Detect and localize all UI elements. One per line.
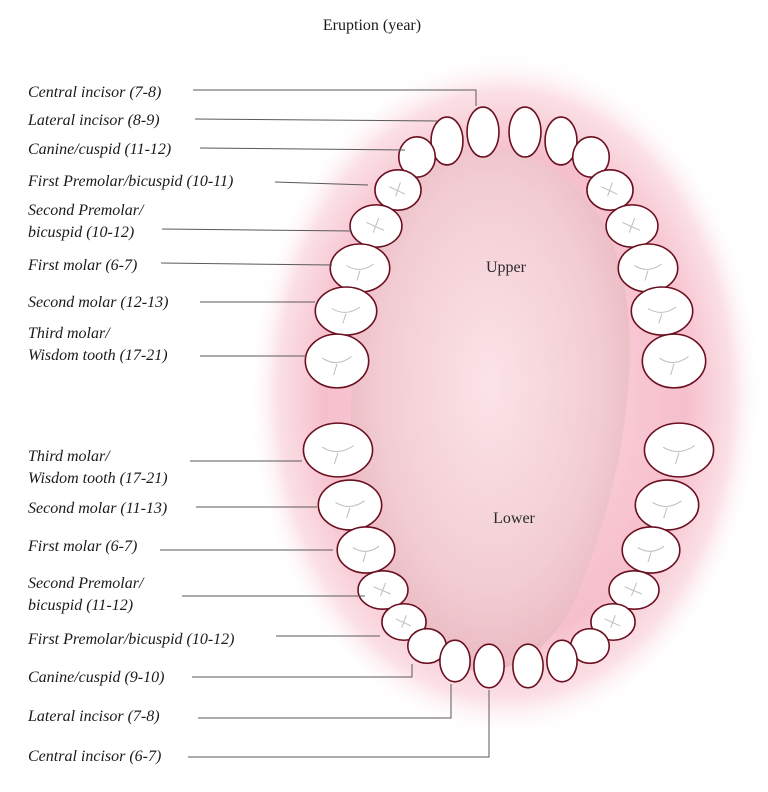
upper-first-premolar-right: [586, 169, 634, 211]
upper-third-molar-left: [304, 333, 370, 389]
upper-jaw-label: Upper: [486, 259, 527, 276]
leader-lower-central-incisor: [188, 690, 490, 758]
lower-central-incisor-right: [512, 643, 544, 689]
teeth: [302, 106, 715, 689]
label-upper-canine: Canine/cuspid (11-12): [28, 141, 171, 158]
leader-upper-first-molar: [160, 262, 333, 266]
lower-central-incisor-left: [473, 643, 505, 689]
leader-lower-canine: [192, 664, 413, 678]
label-upper-second-molar: Second molar (12-13): [28, 294, 168, 311]
leader-upper-lateral-incisor: [194, 118, 438, 122]
leader-lower-lateral-incisor: [198, 684, 452, 719]
lower-first-premolar-left: [381, 602, 427, 642]
label-upper-second-premolar: Second Premolar/bicuspid (10-12): [28, 202, 145, 241]
label-lower-canine: Canine/cuspid (9-10): [28, 669, 164, 686]
label-upper-lateral-incisor: Lateral incisor (8-9): [27, 112, 160, 129]
lower-first-premolar-right: [590, 602, 636, 642]
upper-second-molar-left: [314, 286, 378, 336]
upper-third-molar-right: [641, 333, 707, 389]
upper-central-incisor-left: [466, 106, 500, 158]
label-lower-first-molar: First molar (6-7): [27, 538, 137, 555]
lower-jaw-label: Lower: [493, 510, 535, 527]
lower-first-molar-left: [336, 526, 396, 574]
lower-first-molar-right: [621, 526, 681, 574]
label-lower-second-premolar: Second Premolar/bicuspid (11-12): [28, 575, 145, 614]
leader-lines: [160, 89, 490, 758]
upper-canine-right: [571, 136, 611, 178]
label-upper-third-molar: Third molar/Wisdom tooth (17-21): [28, 325, 168, 364]
lower-second-premolar-right: [608, 569, 660, 610]
label-lower-central-incisor: Central incisor (6-7): [28, 748, 161, 765]
label-upper-first-molar: First molar (6-7): [27, 257, 137, 274]
leader-upper-canine: [199, 147, 406, 151]
upper-first-molar-left: [329, 243, 391, 293]
label-upper-central-incisor: Central incisor (7-8): [28, 84, 161, 101]
lower-second-molar-right: [634, 479, 700, 531]
palate: [351, 148, 630, 671]
upper-first-premolar-left: [374, 169, 422, 211]
label-lower-third-molar: Third molar/Wisdom tooth (17-21): [28, 448, 168, 487]
lower-second-molar-left: [317, 479, 383, 531]
upper-canine-left: [397, 136, 437, 178]
lower-lateral-incisor-left: [439, 639, 471, 683]
lower-third-molar-left: [302, 422, 374, 478]
leader-upper-second-premolar: [161, 228, 353, 232]
upper-first-molar-right: [617, 243, 679, 293]
label-upper-first-premolar: First Premolar/bicuspid (10-11): [27, 173, 233, 190]
upper-central-incisor-right: [508, 106, 542, 158]
label-lower-second-molar: Second molar (11-13): [28, 500, 167, 517]
diagram-title: Eruption (year): [323, 17, 421, 34]
lower-third-molar-right: [643, 422, 715, 478]
label-lower-first-premolar: First Premolar/bicuspid (10-12): [27, 631, 235, 648]
leader-upper-first-premolar: [274, 181, 369, 186]
leader-upper-central-incisor: [193, 89, 477, 106]
upper-second-molar-right: [630, 286, 694, 336]
upper-lateral-incisor-left: [430, 116, 464, 166]
upper-second-premolar-right: [605, 204, 659, 248]
lower-second-premolar-left: [357, 569, 409, 610]
label-lower-lateral-incisor: Lateral incisor (7-8): [27, 708, 160, 725]
upper-lateral-incisor-right: [544, 116, 578, 166]
lower-lateral-incisor-right: [546, 639, 578, 683]
upper-second-premolar-left: [349, 204, 403, 248]
